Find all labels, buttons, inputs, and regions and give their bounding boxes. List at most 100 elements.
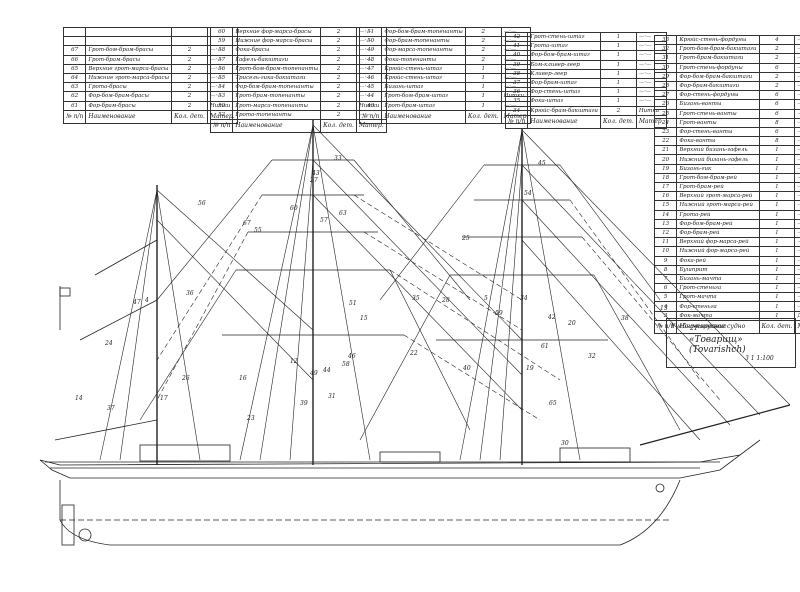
table-cell-qty: Кол. дет. [758,319,796,334]
table-cell-qty: 2 [171,91,208,102]
table-cell-n: № п/п [209,118,234,133]
table-cell-n: 20 [653,154,678,165]
callout-number: 33 [334,155,342,162]
table-cell-n: 5 [653,292,678,303]
mizzen-boom [54,419,158,441]
table-cell-n: № п/п [504,114,529,129]
table-cell-name: Гафель-бакштаги [232,54,322,65]
table-cell-qty: 2 [758,53,796,64]
table-cell-qty: 1 [758,145,796,156]
table-cell-qty: 1 [464,91,502,102]
table-cell-qty: 2 [464,36,502,47]
table-cell-n: 36 [504,87,529,98]
table-cell-n: 62 [62,91,87,102]
stern-flag [59,287,71,297]
table-cell-qty: 6 [758,108,796,119]
table-cell-name: Крюйс-брам-бакштаги [527,105,601,116]
table-cell-n: 23 [653,126,678,138]
table-cell-size: —·— [794,34,800,46]
table-cell-qty: 1 [464,63,502,74]
table-cell-n: 38 [504,68,529,79]
table-cell-name: Грот-мачта [676,292,760,303]
table-cell-size: —·— [794,53,800,64]
table-cell-name: Наименование [676,319,760,334]
table-cell-name: Грота-брасы [85,82,173,93]
table-cell-n: № п/п [653,319,678,334]
table-cell-n: 51 [358,26,383,38]
table-cell-name: Грота-топенанты [232,109,322,120]
table-cell-n: 65 [62,63,87,74]
deckhouse-mid [379,451,441,463]
callout-number: 55 [254,227,262,234]
callout-number: 39 [300,400,308,407]
table-cell-name: Крюйс-стень-штаг [381,63,466,74]
callout-number: 28 [441,297,450,304]
table-cell-n: 33 [653,34,678,46]
callout-number: 57 [320,217,328,224]
callout-number: 30 [561,440,569,447]
table-cell-name: Грот-бом-брам-рей [676,172,760,184]
table-cell-size: —·— [794,264,800,275]
callout-number: 40 [462,365,471,372]
callout-number: 17 [160,395,168,402]
table-cell-name: Фор-марса-топенанты [381,45,466,56]
table-cell-qty: 1 [758,163,796,174]
table-cell-qty: 2 [171,54,208,65]
table-cell-n: 41 [504,41,529,52]
callout-number: 46 [347,353,356,360]
table-cell-qty: 1 [599,77,637,89]
table-cell-qty: 2 [320,100,357,111]
table-cell-n: 7 [653,273,678,285]
table-cell-name: Фока-штаг [527,96,601,107]
parts-table-5: 33Крюйс-стень-фордуны4—·—32Грот-бом-брам… [653,34,800,334]
table-cell-name: Фока-ванты [676,136,760,147]
table-cell-n: 22 [653,136,678,147]
table-cell-n: 6 [653,283,678,294]
table-cell-qty: 2 [320,54,357,65]
callout-number: 37 [107,405,115,412]
table-cell-qty [171,36,208,47]
table-cell-qty: 1 [758,283,796,294]
table-cell-name: Грот-брам-брасы [85,54,173,65]
table-cell-qty: 1 [599,68,637,79]
table-cell-qty: 2 [464,26,502,38]
table-cell-qty: 2 [320,72,357,84]
table-cell-qty: 1 [599,59,637,70]
table-cell-n: 25 [653,108,678,119]
callout-number: 42 [547,314,556,321]
table-cell-name: Грот-брам-бакштаги [676,53,760,64]
table-cell-name: Бизань-ванты [676,99,760,110]
hull-waterline [59,479,681,546]
table-cell-name [85,26,173,38]
table-cell-qty: Кол. дет. [599,114,637,129]
table-cell-n: 9 [653,255,678,266]
table-cell-name: Грот-брам-штаг [381,100,466,111]
table-cell-name: Грот-брам-топенанты [232,91,322,102]
table-cell-n: 53 [209,91,234,102]
table-cell-name: Фока-рей [676,255,760,266]
table-cell-n: 56 [209,63,234,74]
callout-number: 20 [567,320,576,327]
table-cell-size: —·— [794,117,800,128]
table-cell-qty: 2 [464,54,502,65]
callout-number: 56 [198,200,206,207]
table-cell-n: 15 [653,200,678,211]
table-cell-name: Верхний фор-марса-рей [676,237,760,248]
table-cell-size: —·— [794,283,800,294]
table-cell-name: Наименование [85,109,173,124]
table-cell-qty: 2 [320,45,357,56]
callout-number: 27 [309,177,318,184]
